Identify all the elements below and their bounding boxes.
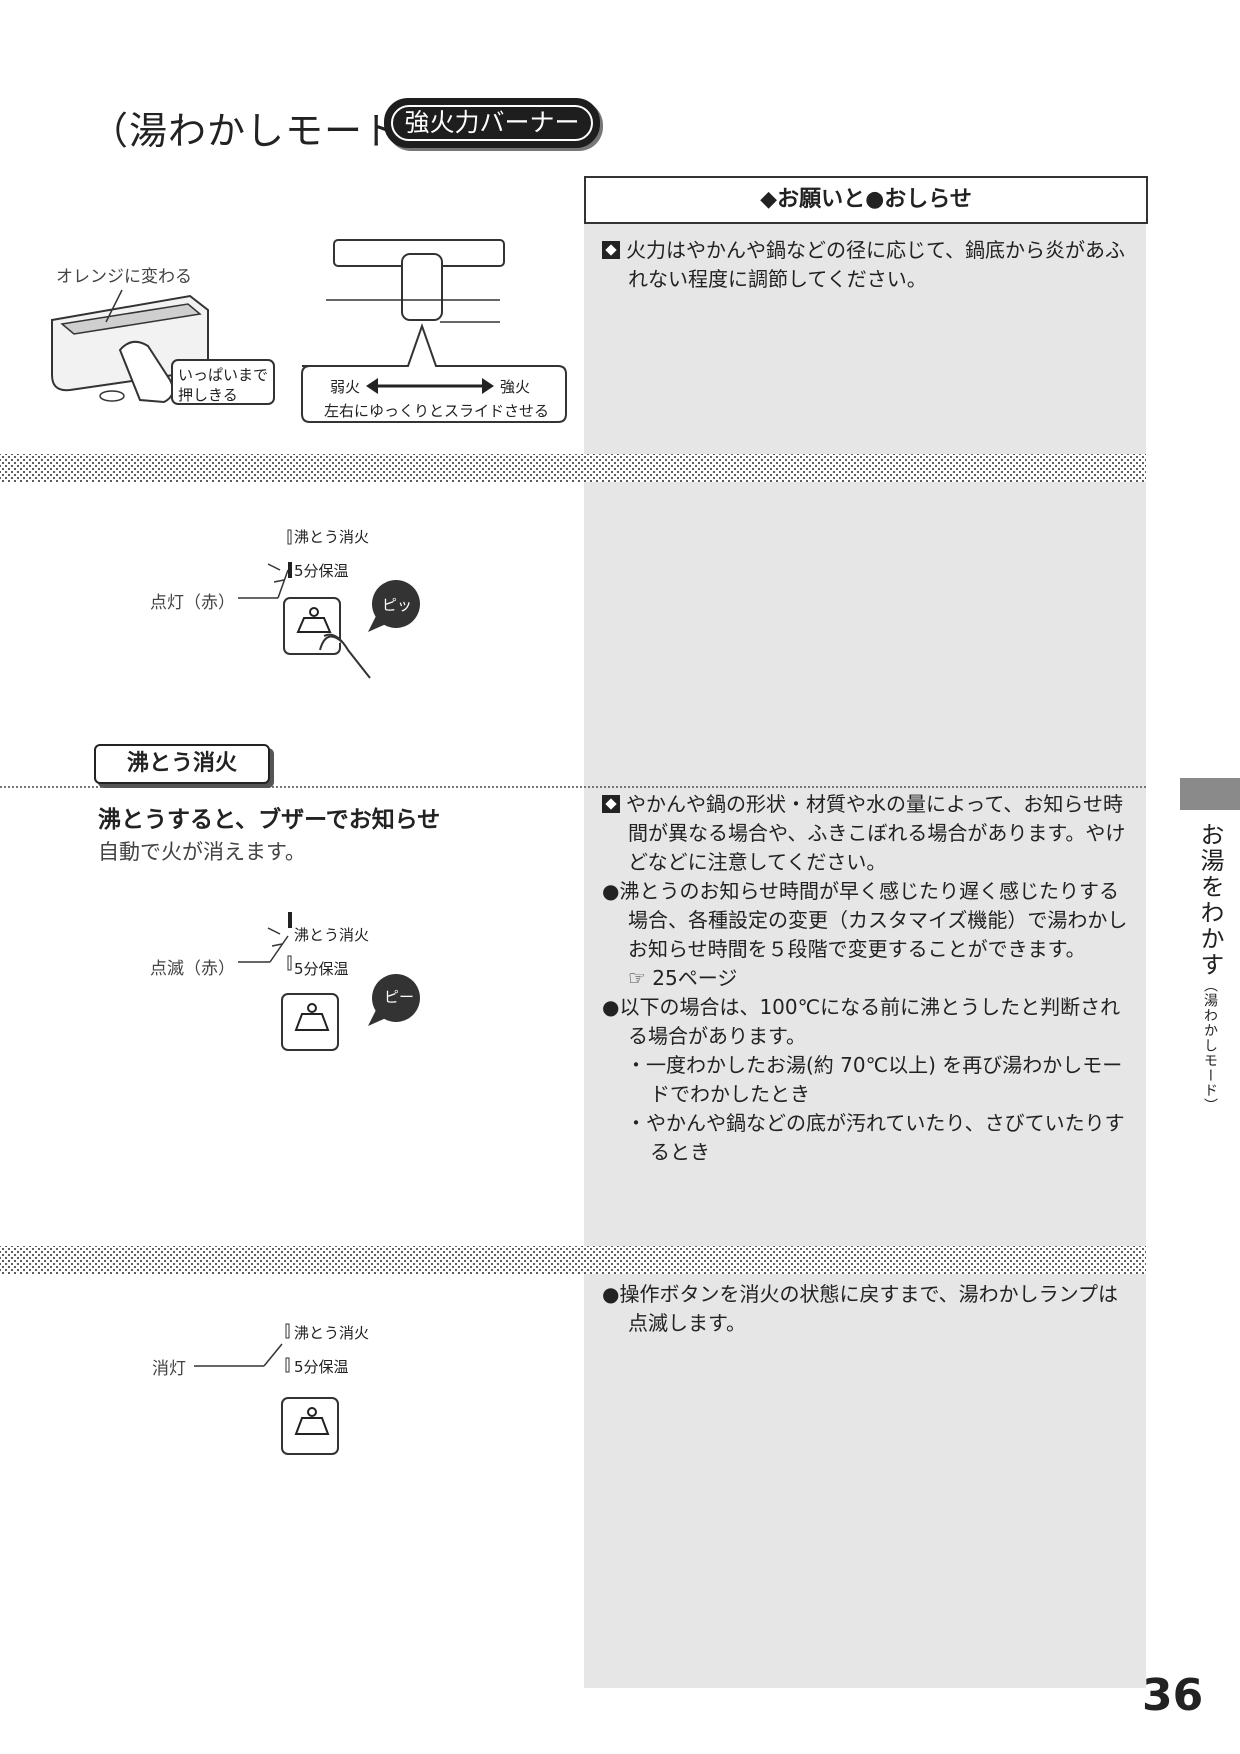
burner-badge-label: 強火力バーナー: [391, 105, 593, 141]
indicator-boil-off: 沸とう消火: [294, 1324, 370, 1342]
note-section-1: 火力はやかんや鍋などの径に応じて、鍋底から炎があふれない程度に調節してください。: [602, 236, 1132, 294]
note-section-3: ●操作ボタンを消火の状態に戻すまで、湯わかしランプは点滅します。: [602, 1280, 1132, 1338]
note-subitem: ・一度わかしたお湯(約 70℃以上) を再び湯わかしモードでわかしたとき: [626, 1053, 1123, 1106]
caution-diamond-icon: [602, 795, 620, 813]
indicator-keep-warm: 5分保温: [294, 960, 349, 978]
orange-label: オレンジに変わる: [56, 267, 192, 287]
chapter-tab: [1180, 778, 1240, 810]
indicator-boil-off: 沸とう消火: [294, 528, 370, 546]
strong-label: 強火: [500, 378, 531, 396]
burner-control-illustration: [51, 239, 567, 423]
chapter-title-main: お湯をわかす: [1196, 822, 1224, 978]
note-text: ●沸とうのお知らせ時間が早く感じたり遅く感じたりする場合、各種設定の変更（カスタ…: [602, 879, 1128, 961]
notice-header: ◆お願いと●おしらせ: [584, 176, 1148, 224]
divider-band-1: [0, 454, 1146, 482]
press-label-2: 押しきる: [178, 386, 238, 404]
slide-label: 左右にゆっくりとスライドさせる: [324, 402, 550, 420]
weak-label: 弱火: [330, 378, 361, 396]
note-text: ●以下の場合は、100℃になる前に沸とうしたと判断される場合があります。: [602, 995, 1121, 1048]
page-title: （湯わかしモード）: [90, 109, 442, 153]
caution-diamond-icon: [602, 241, 620, 259]
section-heading: 沸とうすると、ブザーでお知らせ: [98, 807, 441, 833]
page-number: 36: [1142, 1670, 1204, 1721]
divider-line: [0, 786, 1146, 788]
note-text: ●操作ボタンを消火の状態に戻すまで、湯わかしランプは点滅します。: [602, 1282, 1119, 1335]
chapter-title: お湯をわかす（湯わかしモード）: [1180, 822, 1240, 1113]
press-label-1: いっぱいまで: [178, 366, 269, 384]
page-reference: ☞ 25ページ: [628, 966, 738, 990]
beep-short-label: ピッ: [382, 596, 413, 614]
section-label-boil-off: 沸とう消火: [94, 744, 270, 784]
note-subitem: ・やかんや鍋などの底が汚れていたり、さびていたりするとき: [626, 1111, 1125, 1164]
chapter-title-sub: （湯わかしモード）: [1202, 978, 1218, 1113]
lamp-on-illustration: [238, 529, 420, 679]
section-subheading: 自動で火が消えます。: [98, 840, 306, 864]
note-section-2: やかんや鍋の形状・材質や水の量によって、お知らせ時間が異なる場合や、ふきこぼれる…: [602, 790, 1132, 1167]
burner-badge: 強火力バーナー: [384, 98, 600, 148]
divider-band-2: [0, 1246, 1146, 1274]
indicator-keep-warm: 5分保温: [294, 562, 349, 580]
lamp-off-label: 消灯: [152, 1359, 186, 1379]
note-text: やかんや鍋の形状・材質や水の量によって、お知らせ時間が異なる場合や、ふきこぼれる…: [626, 792, 1126, 874]
lamp-off-illustration: [194, 1323, 339, 1455]
indicator-boil-off: 沸とう消火: [294, 926, 370, 944]
beep-long-label: ピー: [384, 988, 415, 1006]
lamp-blink-illustration: [238, 912, 420, 1051]
lamp-on-label: 点灯（赤）: [150, 593, 235, 613]
indicator-keep-warm: 5分保温: [294, 1358, 349, 1376]
lamp-blink-label: 点滅（赤）: [150, 959, 235, 979]
note-text: 火力はやかんや鍋などの径に応じて、鍋底から炎があふれない程度に調節してください。: [626, 238, 1125, 291]
